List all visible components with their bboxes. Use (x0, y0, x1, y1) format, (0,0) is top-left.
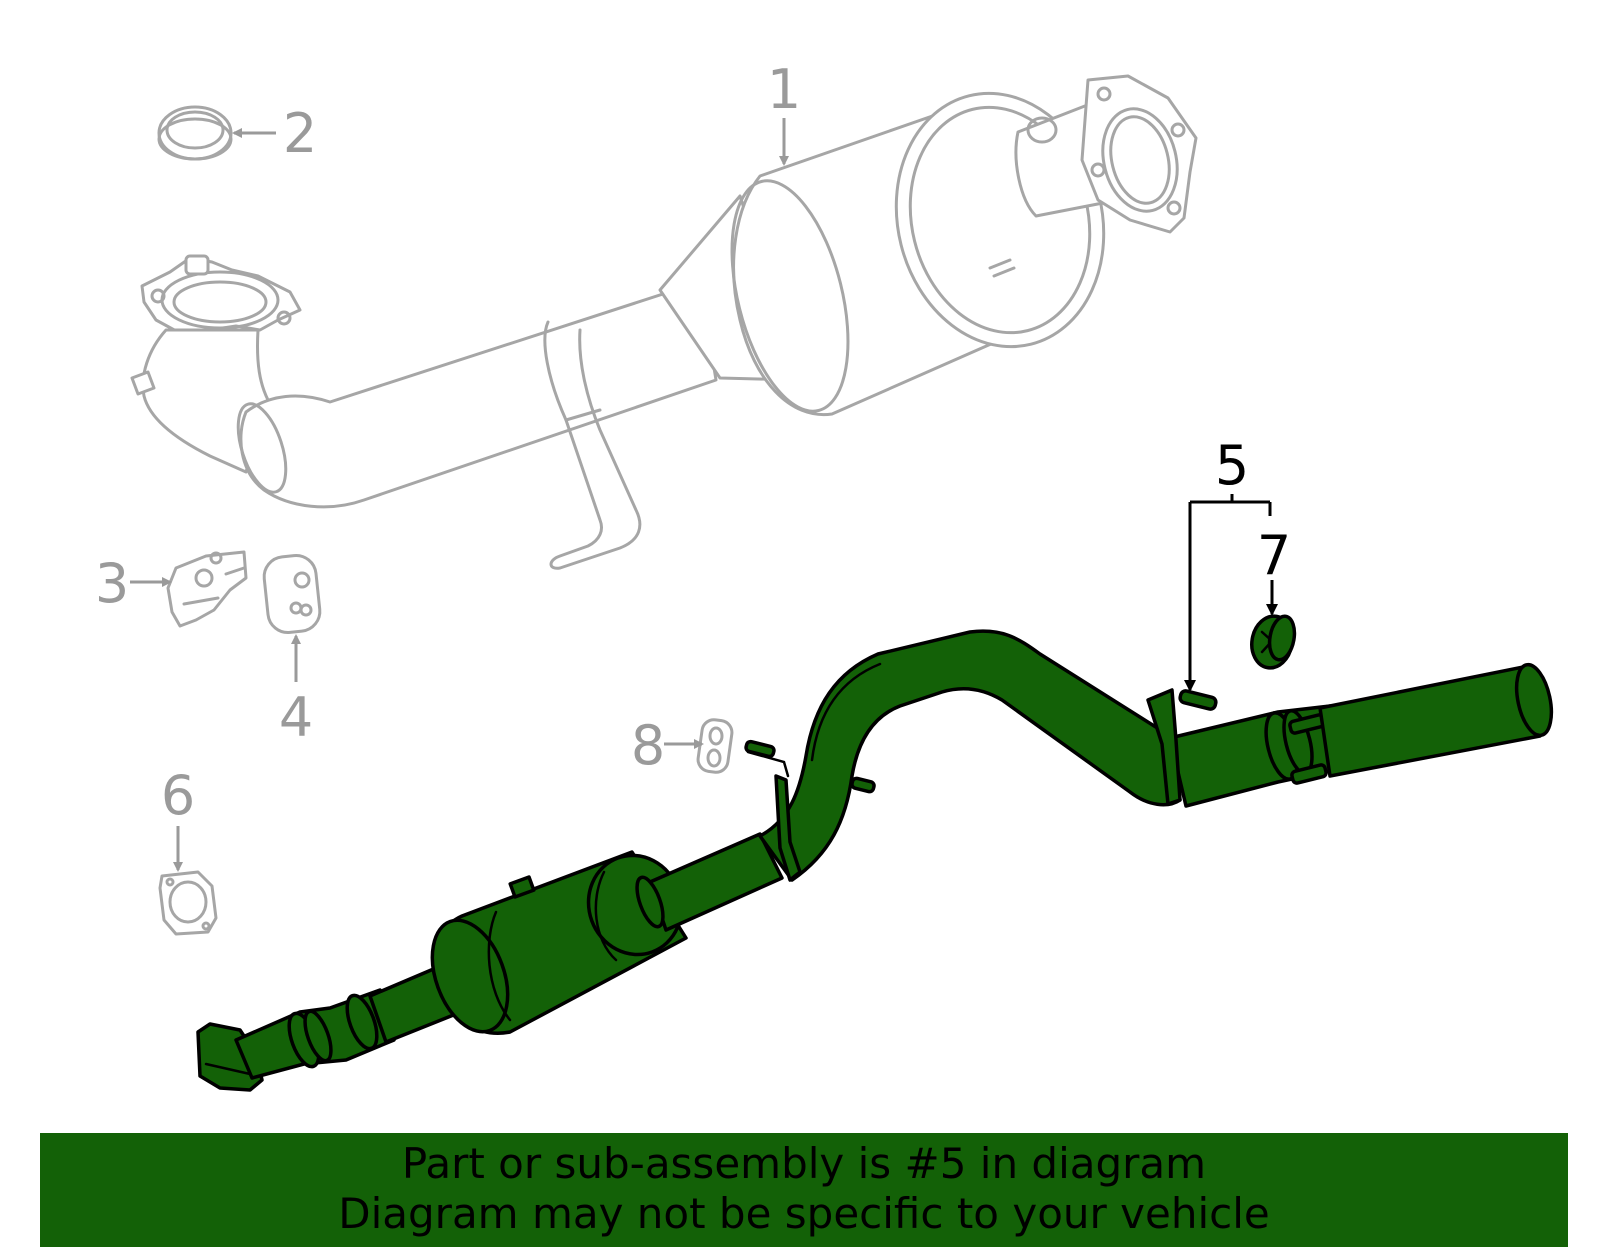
part-1-front-pipe-assembly (130, 74, 1198, 570)
part-5-exhaust-system (196, 629, 1554, 1092)
callout-3: 3 (95, 552, 129, 615)
callout-numbers: 1 2 3 4 5 6 7 8 (95, 58, 1291, 827)
info-banner: Part or sub-assembly is #5 in diagram Di… (40, 1133, 1568, 1247)
callout-8: 8 (631, 714, 665, 777)
callout-1: 1 (767, 58, 801, 121)
part-6-gasket (158, 870, 218, 936)
part-2-seal-ring (157, 105, 233, 161)
callout-5: 5 (1215, 434, 1249, 497)
callout-4: 4 (279, 686, 313, 749)
part-8-insulator (696, 718, 734, 774)
banner-line-2: Diagram may not be specific to your vehi… (338, 1189, 1270, 1238)
part-3-bracket (166, 550, 248, 628)
leader-5-bracket (1188, 494, 1272, 680)
part-4-insulator (262, 553, 322, 635)
part-7-hanger-insulator (1250, 614, 1297, 670)
callout-7: 7 (1257, 524, 1291, 587)
banner-line-1: Part or sub-assembly is #5 in diagram (401, 1139, 1207, 1188)
leader-lines (130, 118, 1278, 872)
callout-6: 6 (161, 764, 195, 827)
callout-2: 2 (283, 102, 317, 165)
